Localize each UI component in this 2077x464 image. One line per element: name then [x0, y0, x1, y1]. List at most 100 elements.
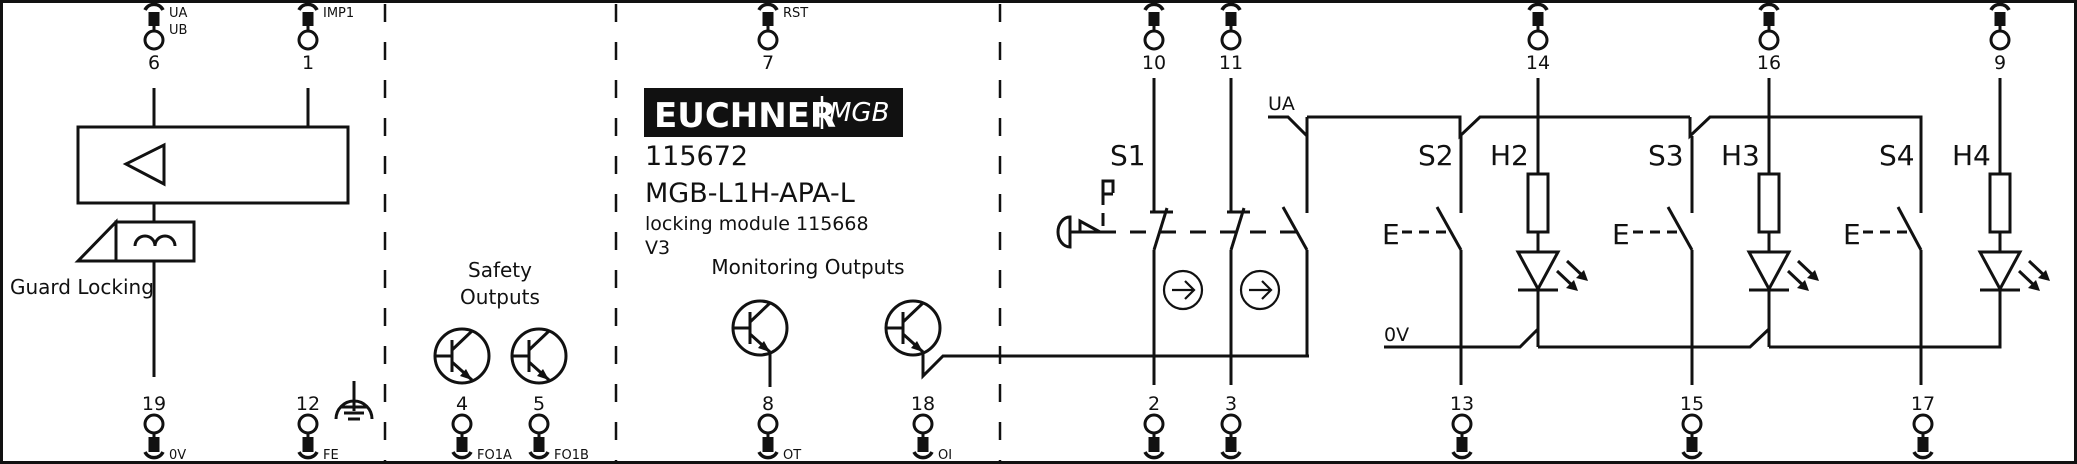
signal-label: FO1B: [554, 448, 589, 463]
pin-number: 12: [296, 393, 320, 415]
zero-v-label: 0V: [1384, 324, 1409, 346]
safety-outputs-label: Outputs: [460, 285, 540, 309]
pin-number: 17: [1911, 393, 1935, 415]
h2-label: H2: [1490, 139, 1529, 172]
indicator-h4: H4: [1952, 78, 2052, 347]
terminal-icon: [528, 413, 550, 460]
pin-number: 5: [533, 393, 545, 415]
npn-transistor-icon: [884, 299, 942, 357]
version-label: V3: [645, 237, 670, 259]
terminal-icon: [1220, 2, 1242, 51]
s2-label: S2: [1418, 139, 1454, 172]
pin-number: 15: [1680, 393, 1704, 415]
terminal-19: 19 0V: [142, 393, 186, 463]
switch-s3: S3 E: [1612, 136, 1694, 385]
terminal-icon: [297, 2, 319, 51]
terminal-icon: [1451, 413, 1473, 460]
led-icon: [1978, 172, 2052, 293]
terminal-5: 5 FO1B: [528, 393, 589, 463]
terminal-icon: [1989, 2, 2011, 51]
safety-outputs-label: Safety: [468, 258, 532, 282]
signal-label: OI: [938, 448, 952, 463]
e-label: E: [1382, 218, 1400, 251]
terminal-15: 15: [1680, 393, 1704, 460]
logo-product: MGB: [829, 98, 889, 128]
pin-number: 10: [1142, 52, 1166, 74]
terminal-icon: [297, 413, 319, 460]
signal-label: UA: [169, 6, 188, 21]
terminal-icon: [1220, 413, 1242, 460]
guard-locking-section: Guard Locking: [10, 88, 374, 421]
emergency-stop-icon: [1056, 179, 1115, 249]
control-block: [76, 125, 350, 205]
article-number: 115672: [645, 141, 748, 172]
terminal-9: 9: [1989, 2, 2011, 74]
pin-number: 18: [911, 393, 935, 415]
s4-label: S4: [1879, 139, 1915, 172]
terminal-12: 12 FE: [296, 393, 339, 463]
terminal-8: 8 OT: [757, 393, 801, 463]
led-icon: [1747, 172, 1821, 293]
positive-opening-arrow-icon: [1162, 269, 1204, 311]
terminal-icon: [451, 413, 473, 460]
signal-label: 0V: [169, 448, 186, 463]
terminal-14: 14: [1526, 2, 1550, 74]
euchner-logo: [644, 88, 903, 137]
terminal-icon: [1681, 413, 1703, 460]
solenoid-coil-icon: [74, 218, 196, 263]
guard-locking-label: Guard Locking: [10, 275, 154, 299]
s3-label: S3: [1648, 139, 1684, 172]
pin-number: 8: [762, 393, 774, 415]
pin-number: 2: [1148, 393, 1160, 415]
npn-transistor-icon: [731, 299, 789, 357]
pin-number: 9: [1994, 52, 2006, 74]
pin-number: 3: [1225, 393, 1237, 415]
h3-label: H3: [1721, 139, 1760, 172]
terminal-icon: [143, 2, 165, 51]
model-name: MGB-L1H-APA-L: [645, 178, 855, 209]
terminal-16: 16: [1757, 2, 1781, 74]
signal-label: FE: [323, 448, 339, 463]
terminal-1: IMP1 1: [297, 2, 354, 74]
terminal-18: 18 OI: [911, 393, 952, 463]
terminal-icon: [757, 413, 779, 460]
terminal-icon: [143, 413, 165, 460]
terminal-icon: [757, 2, 779, 51]
signal-label: UB: [169, 23, 187, 38]
h4-label: H4: [1952, 139, 1991, 172]
terminal-3: 3: [1220, 393, 1242, 460]
earth-ground-icon: [334, 381, 374, 421]
terminal-10: 10: [1142, 2, 1166, 74]
terminal-17: 17: [1911, 393, 1935, 460]
signal-label: OT: [783, 448, 801, 463]
terminal-icon: [1527, 2, 1549, 51]
terminal-11: 11: [1219, 2, 1243, 74]
logo-brand: EUCHNER: [654, 96, 836, 136]
terminal-2: 2: [1143, 393, 1165, 460]
info-section: EUCHNER MGB 115672 MGB-L1H-APA-L locking…: [644, 88, 1309, 387]
npn-transistor-icon: [510, 327, 568, 385]
safety-outputs-section: Safety Outputs: [433, 258, 568, 385]
positive-opening-arrow-icon: [1239, 269, 1281, 311]
pin-number: 14: [1526, 52, 1550, 74]
terminal-6: UA UB 6: [143, 2, 188, 74]
terminal-13: 13: [1450, 393, 1474, 460]
pin-number: 6: [148, 52, 160, 74]
pin-number: 16: [1757, 52, 1781, 74]
indicator-h3: H3: [1721, 78, 1821, 347]
ua-rail: [1307, 115, 1923, 213]
pin-number: 7: [762, 52, 774, 74]
pin-number: 11: [1219, 52, 1243, 74]
npn-transistor-icon: [433, 327, 491, 385]
safety-switch-s1: S1 UA: [1056, 78, 1309, 385]
amplifier-triangle-icon: [122, 142, 166, 187]
switch-s2: S2 E: [1382, 136, 1463, 385]
led-icon: [1516, 172, 1590, 293]
indicator-h2: H2: [1490, 78, 1590, 347]
terminal-icon: [1143, 2, 1165, 51]
terminal-icon: [1143, 413, 1165, 460]
terminal-7: RST 7: [757, 2, 808, 74]
terminal-icon: [1912, 413, 1934, 460]
